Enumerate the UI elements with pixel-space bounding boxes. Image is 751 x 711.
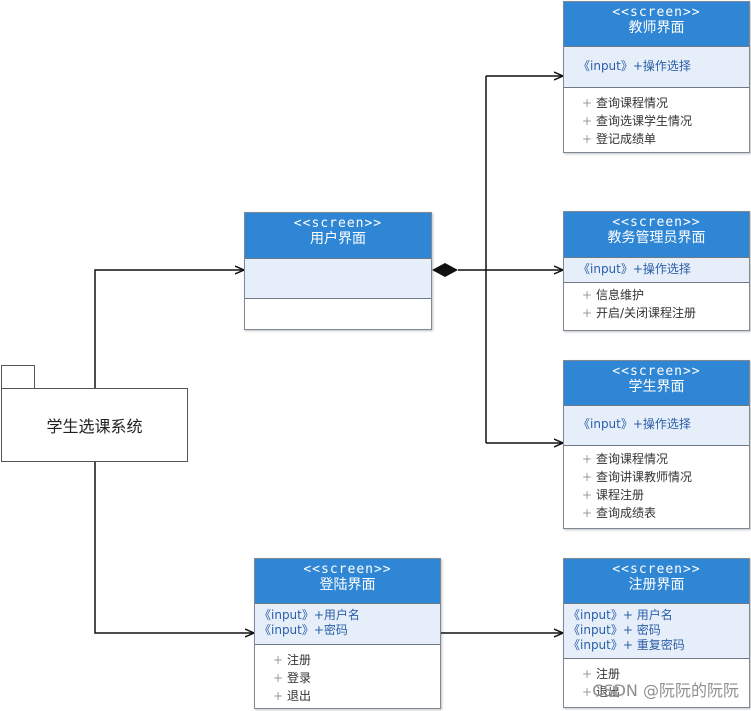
attribute: 《input》+密码 [259, 623, 348, 637]
watermark: CSDN @阮阮的阮阮 [592, 681, 739, 700]
operations-section: +注册 +登录 +退出 [255, 645, 440, 711]
class-admin-screen: <<screen>> 教务管理员界面 《input》+操作选择 +信息维护 +开… [563, 211, 750, 331]
attributes-section: 《input》+操作选择 [564, 47, 749, 88]
operations-section: +查询课程情况 +查询讲课教师情况 +课程注册 +查询成绩表 [564, 446, 749, 528]
stereotype: <<screen>> [612, 215, 701, 230]
stereotype: <<screen>> [612, 5, 701, 20]
operation: +退出 [273, 689, 312, 703]
class-header: <<screen>> 用户界面 [245, 213, 431, 259]
operations-section: +信息维护 +开启/关闭课程注册 [564, 283, 749, 328]
operation: +查询课程情况 [582, 96, 669, 110]
operations-section: +查询课程情况 +查询选课学生情况 +登记成绩单 [564, 88, 749, 154]
composition-diamond [432, 263, 458, 277]
attribute: 《input》+操作选择 [578, 262, 691, 276]
operation: +查询选课学生情况 [582, 114, 693, 128]
class-name: 用户界面 [310, 231, 366, 247]
stereotype: <<screen>> [293, 216, 383, 231]
class-teacher-screen: <<screen>> 教师界面 《input》+操作选择 +查询课程情况 +查询… [563, 1, 750, 153]
operation: +退出 [582, 685, 621, 699]
edge-package-login [94, 462, 254, 633]
class-header: <<screen>> 注册界面 [564, 559, 749, 604]
operation: +查询讲课教师情况 [582, 470, 693, 484]
class-name: 教师界面 [628, 20, 685, 36]
stereotype: <<screen>> [303, 562, 392, 577]
attribute: 《input》+ 重复密码 [568, 638, 685, 652]
class-name: 注册界面 [628, 577, 685, 593]
operation: +注册 [582, 667, 621, 681]
attribute: 《input》+操作选择 [578, 417, 691, 431]
class-register-screen: <<screen>> 注册界面 《input》+ 用户名 《input》+ 密码… [563, 558, 750, 708]
attributes-section: 《input》+用户名 《input》+密码 [255, 604, 440, 645]
operation: +信息维护 [582, 288, 645, 302]
attribute: 《input》+操作选择 [578, 59, 691, 73]
attribute: 《input》+ 密码 [568, 623, 661, 637]
class-header: <<screen>> 学生界面 [564, 361, 749, 406]
operations-section: +注册 +退出 [564, 659, 749, 707]
attribute: 《input》+ 用户名 [568, 608, 673, 622]
class-header: <<screen>> 登陆界面 [255, 559, 440, 604]
attributes-section: 《input》+操作选择 [564, 406, 749, 446]
operation: +登录 [273, 671, 312, 685]
package-student-course-system: 学生选课系统 [1, 388, 188, 462]
class-student-screen: <<screen>> 学生界面 《input》+操作选择 +查询课程情况 +查询… [563, 360, 750, 529]
package-name: 学生选课系统 [46, 417, 143, 436]
class-login-screen: <<screen>> 登陆界面 《input》+用户名 《input》+密码 +… [254, 558, 441, 709]
attributes-section [245, 259, 431, 299]
class-user-screen: <<screen>> 用户界面 [244, 212, 432, 330]
stereotype: <<screen>> [612, 562, 701, 577]
operation: +课程注册 [582, 488, 645, 502]
class-name: 登陆界面 [319, 577, 376, 593]
operation: +开启/关闭课程注册 [582, 306, 697, 320]
operation: +登记成绩单 [582, 132, 657, 146]
stereotype: <<screen>> [612, 364, 701, 379]
class-name: 学生界面 [628, 379, 685, 395]
operation: +注册 [273, 653, 312, 667]
operation: +查询成绩表 [582, 506, 657, 520]
operation: +查询课程情况 [582, 452, 669, 466]
operations-section [245, 299, 431, 311]
class-header: <<screen>> 教师界面 [564, 2, 749, 47]
attributes-section: 《input》+ 用户名 《input》+ 密码 《input》+ 重复密码 [564, 604, 749, 659]
class-header: <<screen>> 教务管理员界面 [564, 212, 749, 258]
attributes-section: 《input》+操作选择 [564, 258, 749, 283]
edge-package-user [94, 270, 244, 388]
class-name: 教务管理员界面 [607, 230, 706, 246]
attribute: 《input》+用户名 [259, 608, 360, 622]
package-tab [1, 365, 35, 389]
